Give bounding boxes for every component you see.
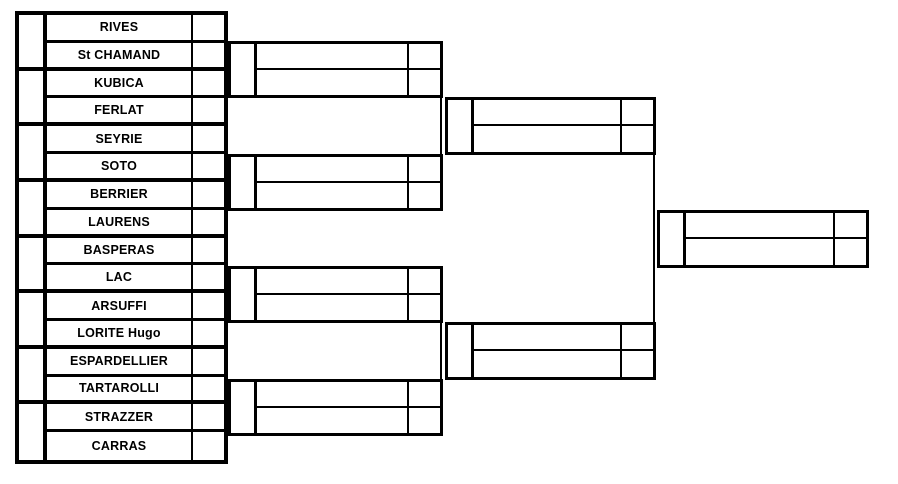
- round1-player-name: LORITE Hugo: [47, 320, 193, 349]
- match-left-cell: [231, 157, 257, 208]
- connector-line: [653, 239, 655, 352]
- round1-score-cell: [193, 377, 224, 405]
- match-slot: [686, 213, 835, 239]
- round2-match-2: [228, 154, 443, 211]
- pair-group-cell: [19, 237, 47, 294]
- match-score-cell: [622, 351, 653, 377]
- match-score-cell: [409, 70, 440, 96]
- round1-player-name: BERRIER: [47, 181, 193, 210]
- match-left-cell: [231, 382, 257, 433]
- round1-score-cell: [193, 265, 224, 294]
- round1-player-name: FERLAT: [47, 98, 193, 127]
- round1-player-name: BASPERAS: [47, 237, 193, 266]
- round1-score-cell: [193, 71, 224, 99]
- round2-match-3: [228, 266, 443, 323]
- pair-group-cell: [19, 70, 47, 127]
- connector-line: [440, 294, 442, 352]
- round1-score-cell: [193, 98, 224, 127]
- match-score-cell: [622, 126, 653, 152]
- pair-group-cell: [19, 293, 47, 349]
- pair-group-cell: [19, 15, 47, 71]
- match-score-cell: [409, 183, 440, 209]
- match-slot: [474, 100, 622, 126]
- match-slot: [257, 44, 409, 70]
- match-left-cell: [448, 100, 474, 152]
- match-slot: [257, 182, 409, 208]
- round1-score-cell: [193, 154, 224, 182]
- match-slot: [257, 294, 409, 320]
- pair-group-cell: [19, 181, 47, 238]
- round1-player-name: CARRAS: [47, 432, 193, 460]
- match-slot: [474, 351, 622, 377]
- pair-group-cell: [19, 126, 47, 182]
- round1-score-cell: [193, 43, 224, 71]
- final-match: [657, 210, 869, 268]
- match-score-cell: [835, 239, 866, 265]
- match-left-cell: [448, 325, 474, 377]
- round1-score-cell: [193, 293, 224, 321]
- round1-player-name: ARSUFFI: [47, 293, 193, 321]
- round1-player-name: SEYRIE: [47, 126, 193, 155]
- match-slot: [474, 325, 622, 351]
- round1-player-name: SOTO: [47, 154, 193, 182]
- match-score-cell: [622, 100, 653, 126]
- match-score-cell: [409, 295, 440, 321]
- match-slot: [257, 382, 409, 408]
- connector-line: [440, 69, 442, 127]
- match-slot: [257, 269, 409, 295]
- round1-score-cell: [193, 432, 224, 460]
- round2-match-1: [228, 41, 443, 98]
- round1-score-cell: [193, 182, 224, 210]
- round1-player-name: TARTAROLLI: [47, 376, 193, 405]
- round1-table: RIVES St CHAMAND KUBICA FERLAT SEYRIE SO…: [15, 11, 228, 464]
- round1-score-cell: [193, 15, 224, 43]
- match-slot: [474, 126, 622, 152]
- round2-match-4: [228, 379, 443, 436]
- connector-line: [440, 126, 442, 184]
- match-score-cell: [409, 382, 440, 408]
- match-score-cell: [409, 44, 440, 70]
- connector-line: [653, 126, 655, 240]
- match-score-cell: [409, 157, 440, 183]
- match-score-cell: [409, 408, 440, 434]
- round1-player-name: LAURENS: [47, 209, 193, 238]
- round1-score-cell: [193, 126, 224, 155]
- semifinal-match-1: [445, 97, 656, 155]
- match-slot: [257, 157, 409, 183]
- semifinal-match-2: [445, 322, 656, 380]
- round1-player-name: St CHAMAND: [47, 42, 193, 71]
- round1-player-name: KUBICA: [47, 70, 193, 99]
- round1-score-cell: [193, 404, 224, 433]
- match-left-cell: [660, 213, 686, 265]
- match-left-cell: [231, 269, 257, 320]
- round1-player-name: STRAZZER: [47, 404, 193, 433]
- match-score-cell: [835, 213, 866, 239]
- connector-line: [440, 351, 442, 408]
- round1-score-cell: [193, 349, 224, 377]
- round1-score-cell: [193, 238, 224, 266]
- round1-player-name: LAC: [47, 265, 193, 294]
- match-slot: [257, 407, 409, 433]
- pair-group-cell: [19, 404, 47, 460]
- match-left-cell: [231, 44, 257, 95]
- round1-player-name: ESPARDELLIER: [47, 348, 193, 377]
- round1-score-cell: [193, 210, 224, 238]
- match-slot: [257, 69, 409, 95]
- match-score-cell: [409, 269, 440, 295]
- pair-group-cell: [19, 348, 47, 405]
- match-score-cell: [622, 325, 653, 351]
- round1-player-name: RIVES: [47, 15, 193, 43]
- match-slot: [686, 239, 835, 265]
- round1-score-cell: [193, 321, 224, 349]
